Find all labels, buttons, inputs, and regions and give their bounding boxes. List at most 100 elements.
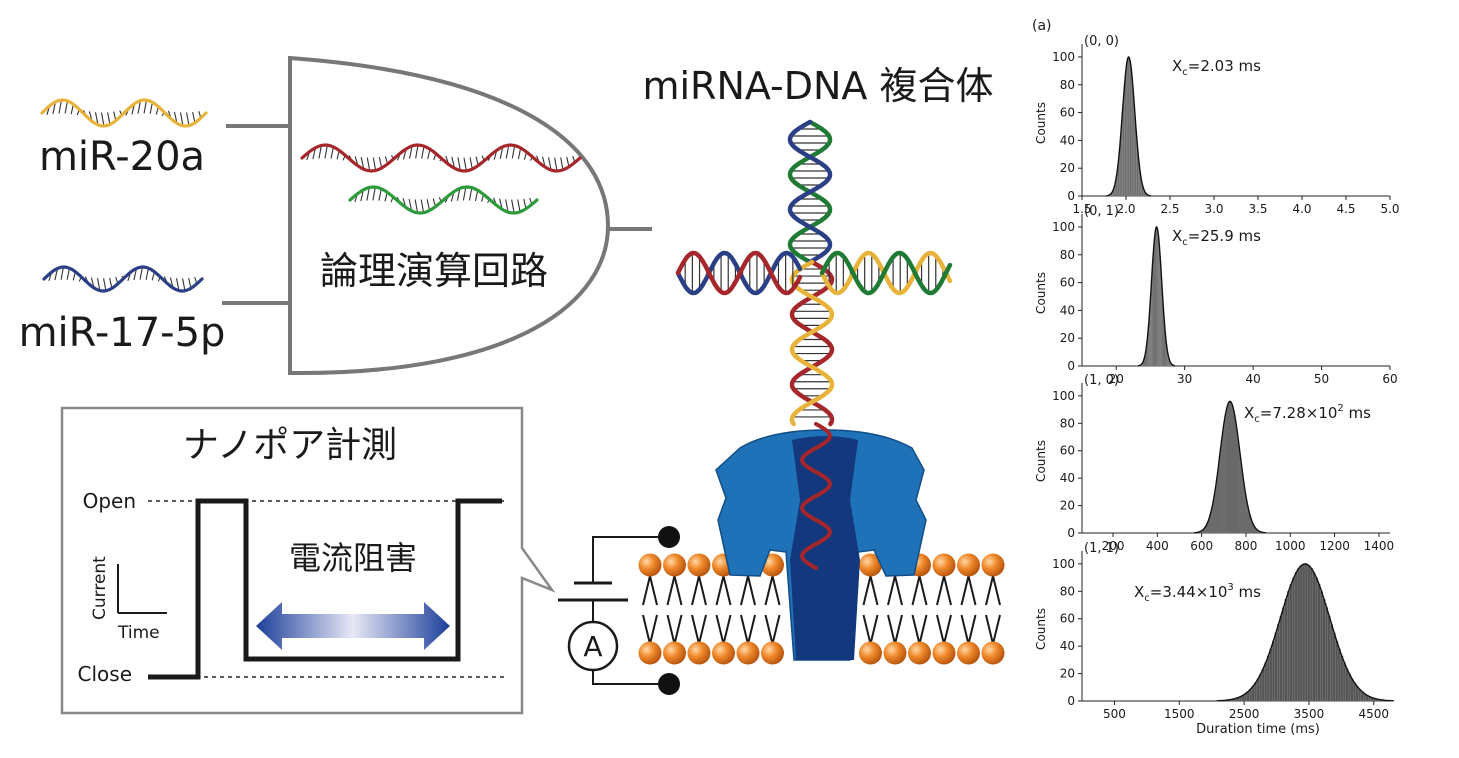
histogram-bar [1292, 577, 1296, 702]
histogram-bar [1347, 673, 1351, 702]
histogram-bar [1259, 673, 1263, 702]
x-tick-label: 1.5 [1072, 202, 1091, 216]
histogram-bar [1304, 563, 1308, 702]
complex-left-helix-icon [675, 250, 803, 296]
y-axis-title: Counts [1034, 272, 1048, 314]
open-label: Open [83, 489, 136, 513]
histogram-bar [1241, 467, 1243, 534]
histogram-bar [1223, 420, 1226, 534]
threaded-strand-icon [799, 422, 833, 570]
gate-green-strand-icon [348, 185, 539, 215]
y-tick-label: 100 [1052, 220, 1075, 234]
x-tick-label: 3500 [1294, 707, 1325, 721]
blockade-label: 電流阻害 [289, 539, 417, 577]
x-tick-label: 4.0 [1292, 202, 1311, 216]
y-tick-label: 100 [1052, 50, 1075, 64]
y-tick-label: 0 [1067, 694, 1075, 708]
histogram-bar [1307, 565, 1311, 702]
y-tick-label: 40 [1060, 471, 1075, 485]
histogram-bar [1353, 682, 1356, 702]
histogram-bar [1327, 615, 1331, 702]
electrode-bottom-icon [658, 673, 680, 695]
histogram-bar [1345, 668, 1349, 702]
histogram-bar [1231, 405, 1234, 534]
electric-circuit: A [558, 526, 680, 695]
histogram-bar [1299, 565, 1303, 702]
x-tick-label: 5.0 [1380, 202, 1399, 216]
histogram-bar [1269, 648, 1273, 702]
histogram-bar [1217, 467, 1219, 534]
histogram-bar [1222, 427, 1225, 534]
histogram-bar [1237, 435, 1239, 534]
y-tick-label: 80 [1060, 78, 1075, 92]
xc-annotation: Xc=2.03 ms [1172, 57, 1261, 78]
histogram-bar [1221, 435, 1223, 534]
y-axis-title: Counts [1034, 608, 1048, 650]
x-tick-label: 20 [1109, 372, 1124, 386]
mir-20a-label: miR-20a [39, 134, 205, 180]
close-label: Close [78, 662, 132, 686]
y-tick-label: 80 [1060, 248, 1075, 262]
nanopore-title: ナノポア計測 [183, 425, 397, 466]
histogram-bar [1239, 451, 1241, 534]
complex-right-helix-icon [819, 250, 953, 296]
condition-label: (0, 1) [1084, 204, 1119, 219]
y-tick-label: 0 [1067, 189, 1075, 203]
condition-label: (1, 1) [1084, 541, 1119, 556]
histogram-bar [1230, 402, 1233, 534]
histogram-bar [1243, 482, 1245, 534]
y-tick-label: 60 [1060, 276, 1075, 290]
histogram-bar [1233, 414, 1236, 534]
x-tick-label: 500 [1103, 707, 1126, 721]
histogram-bar [1228, 401, 1231, 534]
x-tick-label: 2.5 [1160, 202, 1179, 216]
histogram-bar [1317, 583, 1321, 702]
fit-curve [1194, 400, 1266, 534]
x-tick-label: 60 [1382, 372, 1397, 386]
complex-title: miRNA-DNA 複合体 [642, 64, 993, 108]
histogram-bar [1226, 405, 1229, 534]
mir-20a-strand-icon [40, 98, 208, 128]
histogram-bar [1284, 599, 1288, 702]
histogram-bar [1240, 459, 1242, 534]
current-trace [148, 498, 502, 680]
y-tick-label: 60 [1060, 612, 1075, 626]
y-axis-title: Counts [1034, 102, 1048, 144]
histogram-bar [1219, 451, 1221, 534]
fit-curve [1106, 56, 1151, 197]
x-axis-title: Duration time (ms) [1196, 722, 1320, 737]
x-tick-label: 200 [1102, 539, 1125, 553]
histogram-bar [1229, 401, 1232, 534]
histogram-bar [1218, 459, 1220, 534]
histogram-bar [1302, 563, 1306, 702]
histogram-bar [1251, 686, 1255, 702]
x-tick-label: 1000 [1275, 539, 1306, 553]
logic-gate-panel: miR-20a miR-17-5p 論理演算回路 [19, 55, 652, 376]
x-tick-label: 2500 [1229, 707, 1260, 721]
ammeter-label: A [583, 630, 602, 663]
histogram-bar [1294, 572, 1298, 702]
histogram-bar [1224, 414, 1227, 534]
histogram-bar [1242, 475, 1244, 534]
x-tick-label: 800 [1235, 539, 1258, 553]
histogram-bar [1220, 443, 1222, 534]
histogram-bar [1287, 591, 1291, 702]
histogram-bar [1342, 662, 1346, 702]
y-tick-label: 80 [1060, 584, 1075, 598]
histogram-bar [1279, 615, 1283, 702]
histogram-bar [1254, 682, 1258, 702]
x-tick-label: 1500 [1164, 707, 1195, 721]
y-axis-title: Counts [1034, 440, 1048, 482]
y-tick-label: 40 [1060, 639, 1075, 653]
histogram-bar [1315, 577, 1318, 702]
x-tick-label: 3.5 [1248, 202, 1267, 216]
gate-red-strand-icon [300, 143, 582, 173]
current-label: Current [90, 556, 110, 620]
electrode-top-icon [658, 526, 680, 548]
histogram-bar [1244, 489, 1246, 534]
histogram-bar [1335, 640, 1339, 702]
fit-curve [1216, 563, 1394, 702]
